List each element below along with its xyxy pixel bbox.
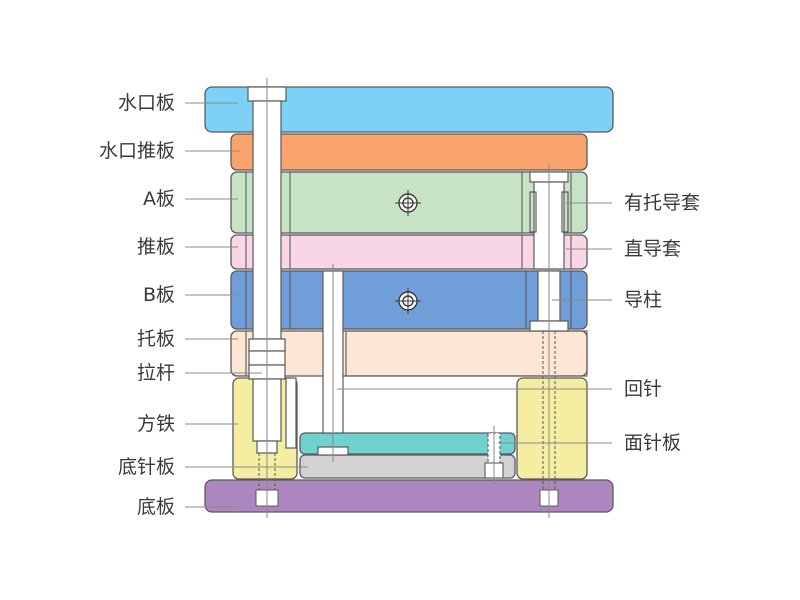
nozzle-plate: [204, 86, 614, 133]
label-a-plate: A板: [143, 188, 175, 210]
label-stripper-plate: 推板: [136, 236, 175, 258]
spacer-block-right: [516, 377, 588, 480]
label-nozzle-plate: 水口板: [117, 92, 175, 114]
ejector-plate: [299, 454, 516, 479]
nozzle-stripper-plate: [230, 133, 588, 171]
label-ejector-retainer-plate: 面针板: [624, 432, 682, 454]
label-return-pin: 回针: [624, 378, 663, 400]
label-b-plate: B板: [142, 284, 175, 306]
label-spacer-block: 方铁: [136, 413, 175, 435]
cooling-hole-b: [395, 288, 421, 314]
label-guide-pin: 导柱: [624, 289, 663, 311]
cooling-hole-a: [395, 190, 421, 216]
leader-lines: [185, 102, 612, 508]
clamp-plate: [204, 479, 614, 513]
label-support-plate: 托板: [136, 328, 175, 350]
label-tie-rod: 拉杆: [136, 362, 175, 384]
label-straight-bushing: 直导套: [624, 238, 682, 260]
label-clamp-plate: 底板: [136, 496, 175, 518]
label-ejector-plate: 底针板: [117, 456, 175, 478]
label-shouldered-bushing: 有托导套: [624, 192, 701, 214]
label-nozzle-stripper-plate: 水口推板: [98, 140, 175, 162]
